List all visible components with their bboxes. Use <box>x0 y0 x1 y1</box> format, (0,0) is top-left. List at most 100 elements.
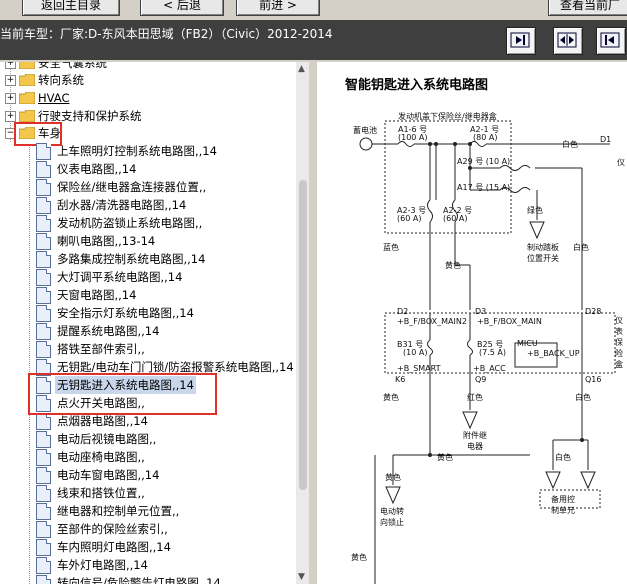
wiring-diagram <box>359 120 616 584</box>
tree-guide-line <box>29 144 30 584</box>
wire-color-label: 绿色 <box>527 206 543 215</box>
tree-document-item[interactable]: 上车照明灯控制系统电路图,,14 <box>0 142 296 160</box>
tree-document-item[interactable]: 电动车窗电路图,,14 <box>0 466 296 484</box>
document-icon <box>36 485 51 502</box>
micu-label: MICU <box>517 339 538 348</box>
scroll-up-icon[interactable]: ▲ <box>298 64 305 74</box>
tree-document-item[interactable]: 电动后视镜电路图,, <box>0 430 296 448</box>
tree-document-item[interactable]: 无钥匙进入系统电路图,,14 <box>0 376 296 394</box>
backup-label: +B_BACK_UP <box>527 349 580 358</box>
top-toolbar: 返回主目录 < 后退 前进 > 查看当前厂 <box>0 0 627 20</box>
fuse-a22-amp: (60 A) <box>443 214 468 223</box>
power-label: +B_F/BOX_MAIN <box>477 317 542 326</box>
view-vehicle-button[interactable]: 查看当前厂 <box>548 0 627 16</box>
tree-document-label: 保险丝/继电器盒连接器位置,, <box>57 180 207 194</box>
scroll-down-icon[interactable]: ▼ <box>298 572 305 582</box>
tree-folder-label: 行驶支持和保护系统 <box>38 109 142 123</box>
diagram-pane: 智能钥匙进入系统电路图 发动机盖下保险丝/继电器盒 蓄电池 A1-6 号 (10… <box>317 62 627 584</box>
pane-splitter[interactable] <box>309 62 317 584</box>
tree-document-label: 喇叭电路图,,13-14 <box>57 234 156 248</box>
folder-icon <box>19 62 35 69</box>
expand-icon[interactable]: + <box>5 75 16 86</box>
document-icon <box>36 413 51 430</box>
tree-document-item[interactable]: 安全指示灯系统电路图,,14 <box>0 304 296 322</box>
expand-left-button[interactable] <box>596 27 626 55</box>
fuse-a23-amp: (60 A) <box>397 214 422 223</box>
document-icon <box>36 395 51 412</box>
tree-document-label: 电动车窗电路图,,14 <box>57 468 160 482</box>
connector-label: Q9 <box>475 375 487 384</box>
fuse-a23-label: A2-3 号 <box>397 206 427 215</box>
tree-document-item[interactable]: 天窗电路图,,14 <box>0 286 296 304</box>
fuse-a16-label: A1-6 号 <box>398 125 428 134</box>
fuse-a21-amp: (80 A) <box>473 133 498 142</box>
battery-label: 蓄电池 <box>353 126 377 135</box>
expand-icon[interactable]: + <box>5 111 16 122</box>
tree-document-label: 提醒系统电路图,,14 <box>57 324 160 338</box>
clipped-label: 仪 <box>617 158 625 167</box>
tree-document-label: 安全指示灯系统电路图,,14 <box>57 306 194 320</box>
document-icon <box>36 197 51 214</box>
tree-document-label: 点火开关电路图,, <box>57 396 145 410</box>
tree-document-item[interactable]: 保险丝/继电器盒连接器位置,, <box>0 178 296 196</box>
tree-document-item[interactable]: 刮水器/清洗器电路图,,14 <box>0 196 296 214</box>
expand-icon[interactable]: + <box>5 62 16 69</box>
connector-label: D3 <box>475 307 487 316</box>
power-label: +B_F/BOX_MAIN2 <box>397 317 467 326</box>
tree-document-item[interactable]: 继电器和控制单元位置,, <box>0 502 296 520</box>
navigation-tree: + 安全气囊系统 + 转向系统 + HVAC + 行驶支持和保护系统 − 车身 … <box>0 62 310 584</box>
tree-document-item[interactable]: 无钥匙/电动车门门锁/防盗报警系统电路图,,14 <box>0 358 296 376</box>
wire-color-label: 红色 <box>467 393 483 402</box>
document-icon <box>36 503 51 520</box>
scrollbar-thumb[interactable] <box>299 180 307 490</box>
document-icon <box>36 215 51 232</box>
document-icon <box>36 305 51 322</box>
forward-button[interactable]: 前进 > <box>236 0 320 16</box>
tree-document-item[interactable]: 转向信号/危险警告灯电路图,,14 <box>0 574 296 584</box>
tree-document-item[interactable]: 电动座椅电路图,, <box>0 448 296 466</box>
tree-document-item[interactable]: 至部件的保险丝索引,, <box>0 520 296 538</box>
diagram-title: 智能钥匙进入系统电路图 <box>345 78 489 93</box>
split-view-button[interactable] <box>553 27 583 55</box>
selection-highlight-box <box>28 373 217 415</box>
expand-icon[interactable]: + <box>5 93 16 104</box>
tree-document-label: 车外灯电路图,,14 <box>57 558 148 572</box>
tree-document-label: 天窗电路图,,14 <box>57 288 137 302</box>
tree-document-item[interactable]: 喇叭电路图,,13-14 <box>0 232 296 250</box>
tree-document-item[interactable]: 线束和搭铁位置,, <box>0 484 296 502</box>
document-icon <box>36 557 51 574</box>
tree-document-item[interactable]: 大灯调平系统电路图,,14 <box>0 268 296 286</box>
connector-label: Q16 <box>585 375 602 384</box>
document-icon <box>36 449 51 466</box>
back-button[interactable]: < 后退 <box>140 0 224 16</box>
tree-document-item[interactable]: 多路集成控制系统电路图,,14 <box>0 250 296 268</box>
document-icon <box>36 287 51 304</box>
document-icon <box>36 467 51 484</box>
document-icon <box>36 179 51 196</box>
document-icon <box>36 233 51 250</box>
tree-document-item[interactable]: 点火开关电路图,, <box>0 394 296 412</box>
tree-document-label: 无钥匙/电动车门门锁/防盗报警系统电路图,,14 <box>57 360 294 374</box>
expand-right-button[interactable] <box>506 27 536 55</box>
tree-document-label: 转向信号/危险警告灯电路图,,14 <box>57 576 221 584</box>
tree-document-item[interactable]: 提醒系统电路图,,14 <box>0 322 296 340</box>
tree-document-item[interactable]: 发动机防盗锁止系统电路图,, <box>0 214 296 232</box>
tree-document-item[interactable]: 点烟器电路图,,14 <box>0 412 296 430</box>
folder-icon <box>19 92 35 104</box>
power-label: +B_ACC <box>473 364 506 373</box>
tree-document-label: 多路集成控制系统电路图,,14 <box>57 252 206 266</box>
tree-document-item[interactable]: 仪表电路图,,14 <box>0 160 296 178</box>
tree-document-label: 点烟器电路图,,14 <box>57 414 148 428</box>
document-icon <box>36 575 51 584</box>
document-icon <box>36 377 51 394</box>
tree-document-label: 至部件的保险丝索引,, <box>57 522 168 536</box>
connector-label: D28 <box>585 307 602 316</box>
tree-document-item[interactable]: 车内照明灯电路图,,14 <box>0 538 296 556</box>
tree-document-item[interactable]: 搭铁至部件索引,, <box>0 340 296 358</box>
tree-document-item[interactable]: 车外灯电路图,,14 <box>0 556 296 574</box>
document-icon <box>36 323 51 340</box>
fuse-a21-label: A2-1 号 <box>470 125 500 134</box>
open-folder-icon <box>19 127 35 139</box>
tree-document-label: 上车照明灯控制系统电路图,,14 <box>57 144 217 158</box>
home-button[interactable]: 返回主目录 <box>22 0 120 16</box>
